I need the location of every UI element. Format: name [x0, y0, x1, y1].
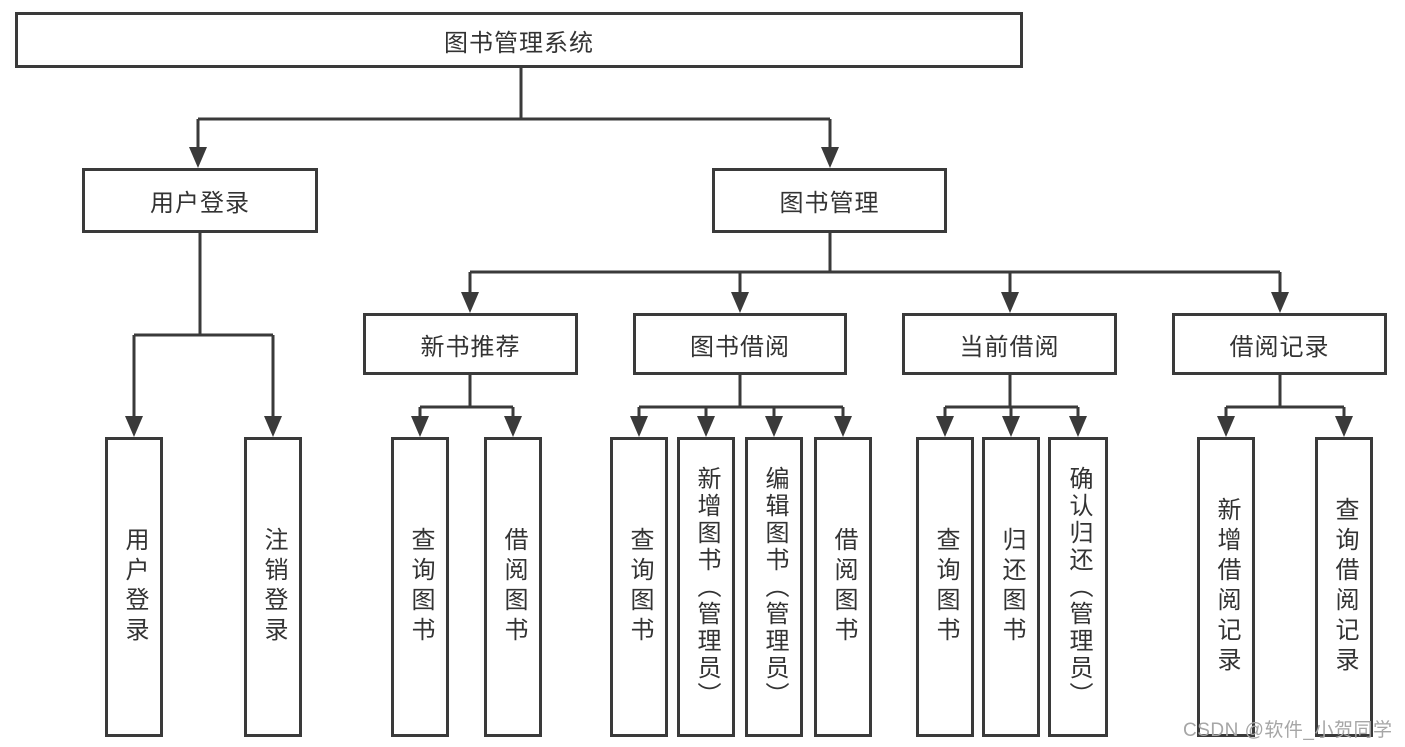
leaf-add-borrow-record-label: 新增借阅记录 [1213, 497, 1240, 677]
node-new-book-rec: 新书推荐 [363, 313, 578, 375]
connector-bookborrow-to-leaves [630, 375, 852, 437]
leaf-borrow-books-2-label: 借阅图书 [830, 527, 857, 647]
connector-userlogin-to-leaves [125, 233, 282, 437]
leaf-query-borrow-record: 查询借阅记录 [1315, 437, 1373, 737]
leaf-borrow-books-1: 借阅图书 [484, 437, 542, 737]
leaf-return-books: 归还图书 [982, 437, 1040, 737]
leaf-confirm-return-label: 确认归还（管理员） [1065, 465, 1092, 709]
leaf-query-books-1-label: 查询图书 [407, 527, 434, 647]
leaf-edit-books-label: 编辑图书（管理员） [761, 465, 788, 709]
leaf-query-books-1: 查询图书 [391, 437, 449, 737]
node-user-login-label: 用户登录 [150, 190, 250, 217]
leaf-query-books-3: 查询图书 [916, 437, 974, 737]
leaf-user-login-label: 用户登录 [121, 527, 148, 647]
leaf-query-books-2: 查询图书 [610, 437, 668, 737]
leaf-add-books: 新增图书（管理员） [677, 437, 735, 737]
node-borrow-records-label: 借阅记录 [1229, 333, 1330, 361]
leaf-add-borrow-record: 新增借阅记录 [1197, 437, 1255, 737]
leaf-edit-books: 编辑图书（管理员） [745, 437, 803, 737]
node-root-label: 图书管理系统 [444, 29, 594, 57]
leaf-logout: 注销登录 [244, 437, 302, 737]
node-book-borrow: 图书借阅 [633, 313, 847, 375]
leaf-logout-label: 注销登录 [260, 527, 287, 647]
connector-currentborrow-to-leaves [936, 375, 1087, 437]
connector-root-to-level2 [189, 68, 839, 168]
node-current-borrow: 当前借阅 [902, 313, 1117, 375]
leaf-borrow-books-1-label: 借阅图书 [500, 527, 527, 647]
leaf-query-books-3-label: 查询图书 [932, 527, 959, 647]
leaf-return-books-label: 归还图书 [998, 527, 1025, 647]
leaf-query-books-2-label: 查询图书 [626, 527, 653, 647]
leaf-add-books-label: 新增图书（管理员） [693, 465, 720, 709]
connector-borrowrecords-to-leaves [1217, 375, 1353, 437]
node-root: 图书管理系统 [15, 12, 1023, 68]
connector-bookmgmt-to-level3 [461, 233, 1289, 313]
csdn-watermark: CSDN @软件_小贺同学 [1183, 720, 1393, 741]
leaf-query-borrow-record-label: 查询借阅记录 [1331, 497, 1358, 677]
node-current-borrow-label: 当前借阅 [959, 333, 1060, 361]
node-book-mgmt: 图书管理 [712, 168, 947, 233]
connector-newbookrec-to-leaves [411, 375, 522, 437]
leaf-user-login: 用户登录 [105, 437, 163, 737]
node-new-book-rec-label: 新书推荐 [420, 333, 521, 361]
leaf-borrow-books-2: 借阅图书 [814, 437, 872, 737]
node-user-login: 用户登录 [82, 168, 318, 233]
node-book-mgmt-label: 图书管理 [779, 190, 880, 217]
leaf-confirm-return: 确认归还（管理员） [1048, 437, 1108, 737]
node-book-borrow-label: 图书借阅 [690, 333, 790, 361]
node-borrow-records: 借阅记录 [1172, 313, 1387, 375]
